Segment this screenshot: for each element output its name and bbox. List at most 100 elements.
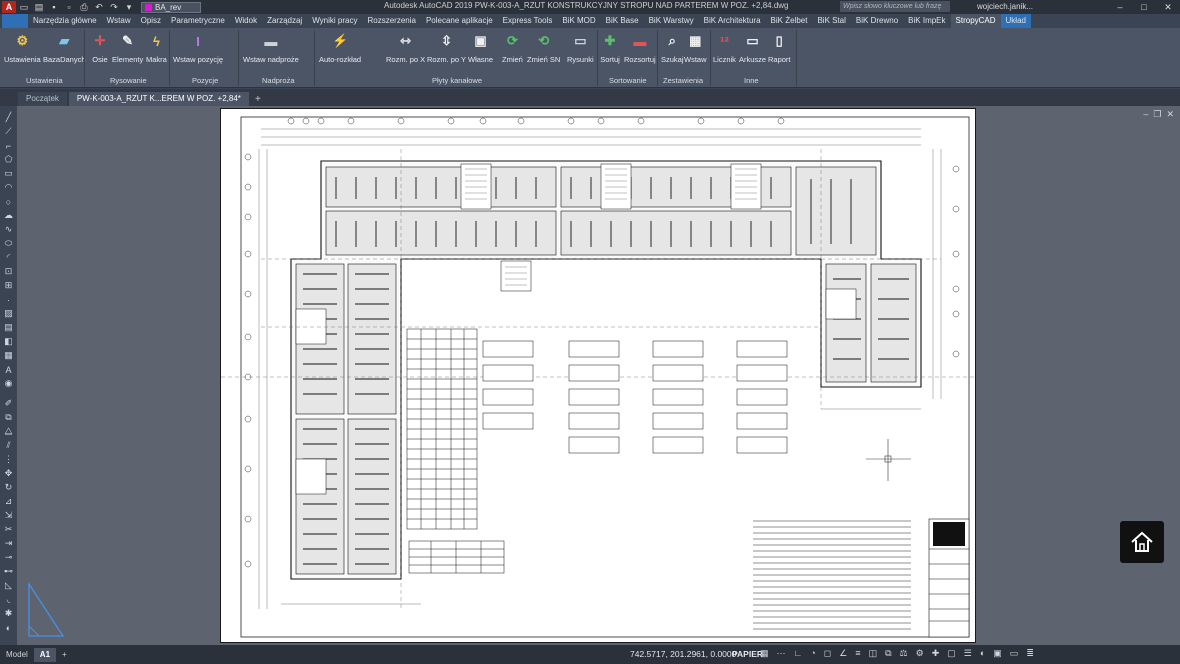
wstaw-nadproze-button[interactable]: ▬ Wstaw nadproże [243,31,299,65]
tab-widok[interactable]: Widok [234,16,258,25]
line-tool-icon[interactable]: ╱ [5,112,12,122]
ortho-icon[interactable]: ∟ [793,648,803,658]
polar-icon[interactable]: ◔ [810,648,816,658]
minimize-icon[interactable]: – [1117,2,1123,12]
open-file-icon[interactable]: ▤ [34,1,44,12]
rotate-icon[interactable]: ↻ [4,482,13,492]
raport-button[interactable]: ▯ Raport [768,33,791,64]
save-icon[interactable]: ▪ [52,2,56,12]
tab-bik-base[interactable]: BiK Base [605,16,639,25]
bazadanych-button[interactable]: ▰ BazaDanych [43,33,86,64]
otrack-icon[interactable]: ∠ [839,648,848,658]
wstaw-pozycje-button[interactable]: I Wstaw pozycję [173,31,223,65]
rectangle-icon[interactable]: ▭ [4,168,13,178]
add-layout-button[interactable]: + [62,649,67,659]
maximize-icon[interactable]: □ [1141,2,1147,12]
minimize-icon[interactable]: – [1143,109,1149,119]
tab-opisz[interactable]: Opisz [140,16,162,25]
tab-bik-mod[interactable]: BiK MOD [562,16,596,25]
join-icon[interactable]: ⊷ [4,566,13,576]
trim-icon[interactable]: ✂ [4,524,13,534]
tab-bik-drewno[interactable]: BiK Drewno [855,16,899,25]
make-block-icon[interactable]: ⊞ [4,280,13,290]
annotation-monitor-icon[interactable]: ✚ [931,648,940,658]
ustawienia-button[interactable]: ⚙ Ustawienia [4,33,41,64]
tab-wyniki-pracy[interactable]: Wyniki pracy [312,16,358,25]
extend-icon[interactable]: ⇥ [4,538,13,548]
new-file-icon[interactable]: ▭ [19,1,29,12]
revcloud-icon[interactable]: ☁ [4,210,13,220]
home-view-button[interactable] [1120,521,1164,563]
properties-icon[interactable]: ◐ [5,622,12,633]
tab-zarzadzaj[interactable]: Zarządzaj [267,16,303,25]
licznik-button[interactable]: ¹² Licznik [713,31,736,65]
erase-icon[interactable]: ✐ [4,398,13,408]
break-icon[interactable]: ⊸ [4,552,13,562]
polyline-icon[interactable]: ⌐ [5,140,12,151]
region-icon[interactable]: ◧ [4,336,13,346]
tab-parametryczne[interactable]: Parametryczne [171,16,225,25]
tab-wstaw[interactable]: Wstaw [106,16,131,25]
move-icon[interactable]: ✥ [4,468,13,478]
mirror-icon[interactable]: ⧋ [4,426,13,436]
offset-icon[interactable]: ⫽ [6,440,11,450]
save-as-icon[interactable]: ▫ [67,2,71,12]
tab-current-drawing[interactable]: PW-K-003-A_RZUT K...EREM W POZ. +2,84* [68,92,249,106]
table-tool-icon[interactable]: ▦ [4,350,13,360]
transparency-icon[interactable]: ◫ [868,648,878,658]
insert-block-icon[interactable]: ⊡ [4,266,13,276]
workspace-switch-icon[interactable]: ⚙ [915,648,924,658]
tab-file-menu[interactable] [2,14,28,28]
tab-bik-zelbet[interactable]: BiK Żelbet [770,16,808,25]
lineweight-icon[interactable]: ≡ [855,648,861,658]
chamfer-icon[interactable]: ◺ [5,580,12,590]
arc-icon[interactable]: ◠ [4,182,13,192]
explode-icon[interactable]: ✱ [4,608,13,618]
zmien-sn-button[interactable]: ⟲ Zmień SN [527,33,561,64]
tab-stropycad[interactable]: StropyCAD [950,14,1001,28]
tab-narzedzia-glowne[interactable]: Narzędzia główne [33,16,97,25]
elementy-button[interactable]: ✎ Elementy [112,33,144,64]
copy-icon[interactable]: ⧉ [5,412,12,422]
ellipse-icon[interactable]: ⬭ [4,238,13,248]
osnap-icon[interactable]: ◻ [823,648,832,658]
annotation-scale-icon[interactable]: ⚖ [899,648,908,658]
wlasne-button[interactable]: ▣ Własne [468,33,494,64]
close-icon[interactable]: ✕ [1164,1,1172,12]
osie-button[interactable]: ✛ Osie [90,31,110,64]
search-input[interactable]: Wpisz słowo kluczowe lub frazę [840,1,950,12]
redo-icon[interactable]: ↷ [110,1,118,12]
zmien-button[interactable]: ⟳ Zmień [502,33,523,64]
tab-bik-warstwy[interactable]: BiK Warstwy [648,16,694,25]
undo-icon[interactable]: ↶ [95,1,103,12]
tab-bik-architektura[interactable]: BiK Architektura [703,16,761,25]
units-icon[interactable]: ▢ [947,648,956,658]
circle-icon[interactable]: ○ [5,196,12,207]
hardware-acceleration-icon[interactable]: ▣ [993,648,1002,658]
arkusze-button[interactable]: ▭ Arkusze [739,33,767,64]
rozsortuj-button[interactable]: ▬ Rozsortuj [624,31,656,65]
share-icon[interactable]: ▾ [126,1,132,12]
construction-line-icon[interactable]: ⟋ [5,126,12,136]
isolate-objects-icon[interactable]: ◐ [979,648,986,658]
close-icon[interactable]: ✕ [1166,109,1174,119]
makra-button[interactable]: ϟ Makra [146,31,167,65]
sortuj-button[interactable]: ✚ Sortuj [600,33,620,64]
tab-model[interactable]: Model [6,649,28,659]
plot-icon[interactable]: ⎙ [80,1,88,12]
user-account[interactable]: wojciech.janik... [977,2,1034,11]
auto-rozklad-button[interactable]: ⚡ Auto-rozkład [319,33,362,64]
quick-properties-icon[interactable]: ☰ [963,648,972,658]
tab-uklad[interactable]: Układ [1000,14,1031,28]
tab-bik-stal[interactable]: BiK Stal [817,16,846,25]
tab-polecane-aplikacje[interactable]: Polecane aplikacje [425,16,493,25]
polygon-icon[interactable]: ⬠ [4,154,13,164]
customization-icon[interactable]: ≣ [1026,648,1034,658]
restore-icon[interactable]: ❐ [1153,109,1162,119]
point-icon[interactable]: · [7,294,10,305]
app-menu-icon[interactable]: A [2,1,16,13]
snap-icon[interactable]: ⋯ [776,648,786,658]
array-icon[interactable]: ⋮ [4,454,13,464]
selection-cycling-icon[interactable]: ⧉ [885,648,892,658]
tab-a1[interactable]: A1 [33,647,57,662]
